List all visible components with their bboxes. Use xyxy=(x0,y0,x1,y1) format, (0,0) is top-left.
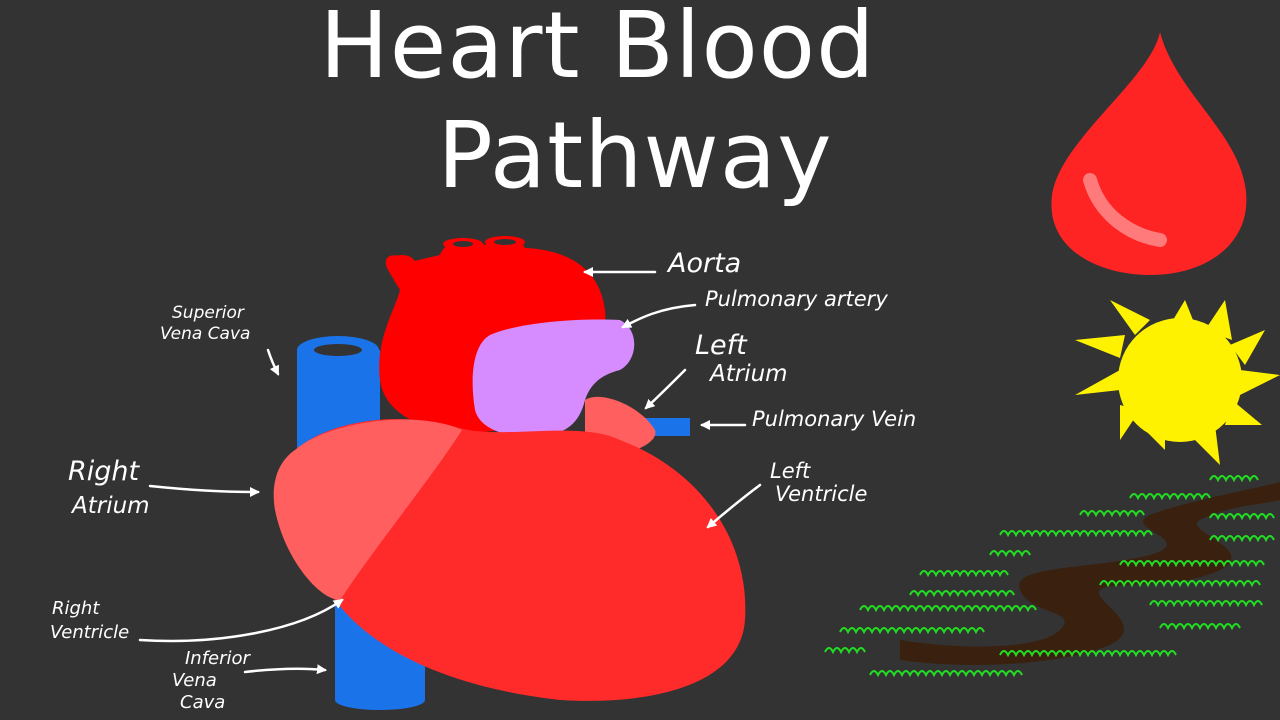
label-pulmonary-vein: Pulmonary Vein xyxy=(752,407,917,431)
label-inferior-vena-cava-line2: Vena xyxy=(172,670,217,691)
label-right-ventricle-line2: Ventricle xyxy=(50,622,130,643)
label-left-ventricle-line1: Left xyxy=(770,459,811,483)
pulmonary-artery xyxy=(472,319,635,437)
label-right-ventricle-line1: Right xyxy=(52,598,100,619)
label-left-ventricle-line2: Ventricle xyxy=(775,482,868,506)
label-left-atrium-line1: Left xyxy=(695,330,747,361)
label-aorta: Aorta xyxy=(668,248,742,279)
landscape-path xyxy=(900,482,1280,665)
label-superior-vena-cava-line2: Vena Cava xyxy=(160,324,251,344)
sun-icon xyxy=(1075,300,1280,465)
label-right-atrium-line1: Right xyxy=(68,456,140,487)
label-superior-vena-cava-line1: Superior xyxy=(172,303,244,323)
label-right-atrium-line2: Atrium xyxy=(72,493,150,519)
label-left-atrium-line2: Atrium xyxy=(710,361,788,387)
heart xyxy=(273,236,746,710)
label-inferior-vena-cava-line3: Cava xyxy=(180,692,226,713)
label-pulmonary-artery: Pulmonary artery xyxy=(705,287,888,311)
grass-scribbles xyxy=(824,475,1275,678)
title-line-2: Pathway xyxy=(437,102,833,209)
label-inferior-vena-cava-line1: Inferior xyxy=(185,648,250,669)
blood-drop-icon xyxy=(1051,32,1247,275)
label-arrows xyxy=(138,267,762,675)
right-atrium xyxy=(273,419,462,600)
title-line-1: Heart Blood xyxy=(319,0,876,99)
